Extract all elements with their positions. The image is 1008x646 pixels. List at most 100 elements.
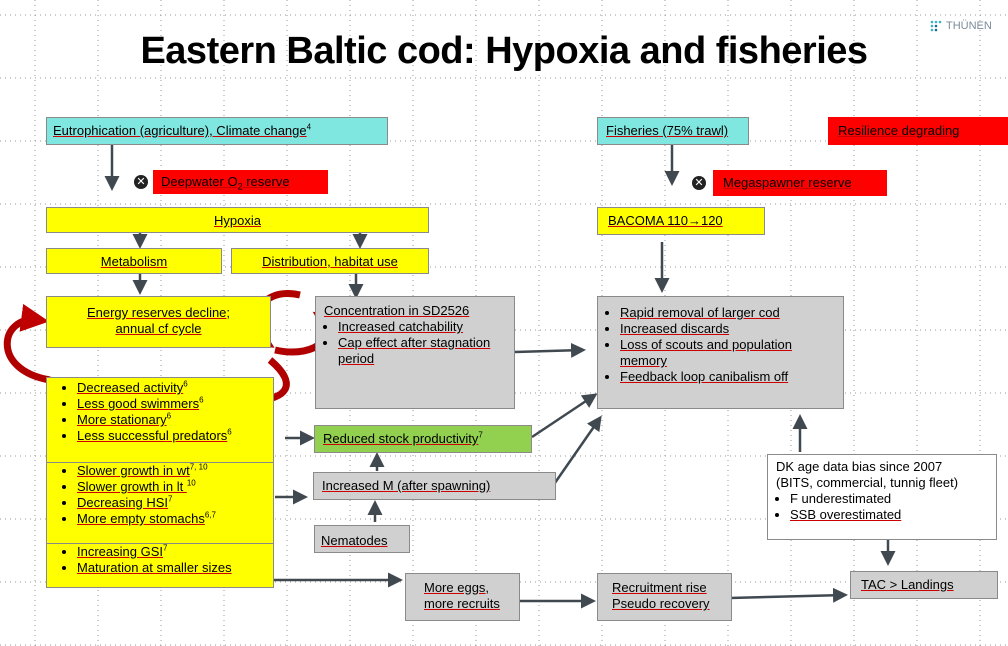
reduced-stock-sup: 7: [478, 430, 483, 440]
removal-box: Rapid removal of larger cod Increased di…: [597, 296, 844, 409]
dk-line2: (BITS, commercial, tunnig fleet): [776, 475, 959, 490]
eutrophication-sup: 4: [306, 122, 312, 132]
concentration-list: Concentration in SD2526 Increased catcha…: [324, 303, 506, 367]
dk-line1: DK age data bias since 2007: [776, 459, 943, 474]
deepwater-tail: reserve: [242, 174, 290, 189]
concentration-item: Increased catchability: [338, 319, 506, 335]
thunen-logo-icon: [930, 20, 942, 32]
distribution-box: Distribution, habitat use: [231, 248, 429, 274]
removal-item: Feedback loop canibalism off: [620, 369, 835, 385]
more-eggs-box: More eggs, more recruits: [405, 573, 520, 621]
behaviour-sup: 6: [166, 411, 172, 421]
cross-circle-icon: ✕: [692, 176, 706, 190]
growth-sup: 6,7: [204, 510, 216, 520]
nematodes-box: Nematodes: [314, 525, 410, 553]
behaviour-sup: 6: [199, 395, 204, 405]
concentration-item: Concentration in SD2526: [324, 303, 506, 319]
deepwater-box: Deepwater O2 reserve: [153, 170, 328, 194]
increased-m-label: Increased M (after spawning): [322, 478, 491, 493]
cross-circle-icon: ✕: [134, 175, 148, 189]
increased-m-box: Increased M (after spawning): [313, 472, 556, 500]
maturation-item: Increasing GSI7: [77, 544, 273, 560]
metabolism-label: Metabolism: [100, 254, 168, 269]
behaviour-text: Decreased activity: [77, 380, 184, 395]
behaviour-item: More stationary6: [77, 412, 273, 428]
logo-text: THÜNEN: [946, 20, 992, 32]
growth-sup: 7: [168, 494, 173, 504]
growth-text: Decreasing HSI: [77, 495, 169, 510]
behaviour-item: Less successful predators6: [77, 428, 273, 444]
behaviour-sup: 6: [227, 427, 232, 437]
behaviour-text: Less good swimmers: [77, 396, 200, 411]
maturation-list: Increasing GSI7 Maturation at smaller si…: [57, 544, 273, 576]
behaviour-item: Decreased activity6: [77, 380, 273, 396]
recruitment-line1: Recruitment rise: [612, 580, 707, 595]
removal-item: Rapid removal of larger cod: [620, 305, 835, 321]
energy-box: Energy reserves decline; annual cf cycle: [46, 296, 271, 348]
eutrophication-label: Eutrophication (agriculture), Climate ch…: [53, 123, 307, 138]
reduced-stock-box: Reduced stock productivity7: [314, 425, 532, 453]
dk-list: F underestimated SSB overestimated: [776, 491, 988, 523]
maturation-text: Maturation at smaller sizes: [77, 560, 232, 575]
behaviour-list: Decreased activity6 Less good swimmers6 …: [57, 380, 273, 462]
dk-item: F underestimated: [790, 491, 988, 507]
distribution-label: Distribution, habitat use: [262, 254, 398, 269]
energy-line1: Energy reserves decline;: [86, 305, 231, 320]
growth-list: Slower growth in wt7, 10 Slower growth i…: [57, 463, 273, 543]
growth-text: More empty stomachs: [77, 511, 205, 526]
removal-text: Feedback loop canibalism off: [620, 369, 789, 384]
growth-item: More empty stomachs6,7: [77, 511, 273, 527]
recruitment-line2: Pseudo recovery: [612, 596, 710, 611]
resilience-label: Resilience degrading: [838, 123, 960, 138]
growth-item: Decreasing HSI7: [77, 495, 273, 511]
bacoma-box: BACOMA 110→120: [597, 207, 765, 235]
removal-item: Loss of scouts and population memory: [620, 337, 835, 369]
behaviour-sup: 6: [183, 379, 188, 389]
megaspawner-box: Megaspawner reserve: [713, 170, 887, 196]
recruitment-box: Recruitment rise Pseudo recovery: [597, 573, 732, 621]
removal-text: Loss of scouts and population memory: [620, 337, 793, 368]
removal-item: Increased discards: [620, 321, 835, 337]
dk-item-text: SSB overestimated: [790, 507, 902, 522]
fisheries-label: Fisheries (75% trawl): [606, 123, 729, 138]
growth-sup: 7, 10: [189, 462, 208, 472]
resilience-box: Resilience degrading: [828, 117, 1008, 145]
growth-text: Slower growth in lt: [77, 479, 187, 494]
removal-text: Increased discards: [620, 321, 730, 336]
hypoxia-box: Hypoxia: [46, 207, 429, 233]
effects-box: Decreased activity6 Less good swimmers6 …: [46, 377, 274, 588]
eutrophication-box: Eutrophication (agriculture), Climate ch…: [46, 117, 388, 145]
reduced-stock-label: Reduced stock productivity: [323, 431, 479, 446]
removal-list: Rapid removal of larger cod Increased di…: [606, 305, 835, 385]
behaviour-text: More stationary: [77, 412, 167, 427]
fisheries-box: Fisheries (75% trawl): [597, 117, 749, 145]
growth-sup: 10: [186, 478, 196, 488]
dk-item: SSB overestimated: [790, 507, 988, 523]
megaspawner-label: Megaspawner reserve: [723, 175, 852, 190]
maturation-text: Increasing GSI: [77, 544, 163, 559]
behaviour-item: Less good swimmers6: [77, 396, 273, 412]
dk-age-box: DK age data bias since 2007 (BITS, comme…: [767, 454, 997, 540]
tac-label: TAC > Landings: [861, 577, 954, 592]
concentration-text: Cap effect after stagnation period: [338, 335, 491, 366]
concentration-text: Increased catchability: [338, 319, 464, 334]
metabolism-box: Metabolism: [46, 248, 222, 274]
hypoxia-label: Hypoxia: [214, 213, 261, 228]
nematodes-label: Nematodes: [321, 533, 388, 548]
growth-text: Slower growth in wt: [77, 463, 190, 478]
removal-text: Rapid removal of larger cod: [620, 305, 780, 320]
growth-item: Slower growth in lt 10: [77, 479, 273, 495]
more-eggs-line1: More eggs,: [424, 580, 490, 595]
concentration-box: Concentration in SD2526 Increased catcha…: [315, 296, 515, 409]
tac-box: TAC > Landings: [850, 571, 998, 599]
logo: THÜNEN: [930, 20, 992, 32]
page-title: Eastern Baltic cod: Hypoxia and fisherie…: [140, 30, 868, 72]
energy-line2: annual cf cycle: [115, 321, 202, 336]
deepwater-label: Deepwater O: [161, 174, 238, 189]
concentration-item: Cap effect after stagnation period: [338, 335, 506, 367]
more-eggs-line2: more recruits: [424, 596, 500, 611]
deepwater-sub: 2: [237, 181, 243, 192]
growth-item: Slower growth in wt7, 10: [77, 463, 273, 479]
maturation-sup: 7: [163, 543, 168, 553]
behaviour-text: Less successful predators: [77, 428, 228, 443]
